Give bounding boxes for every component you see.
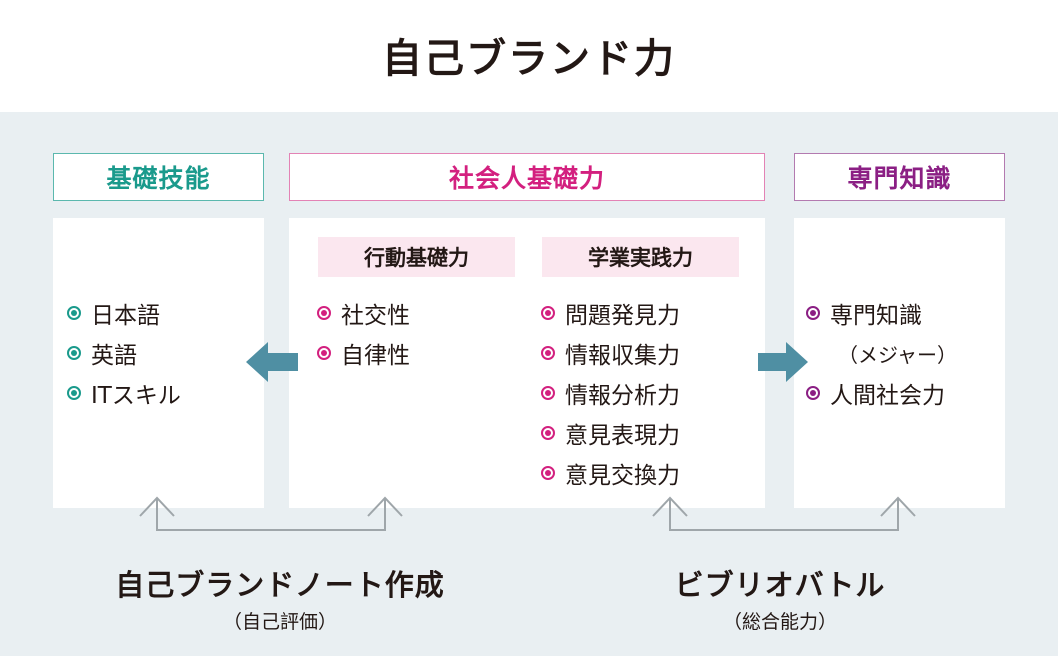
bottom-sub-brand-note: （自己評価） bbox=[222, 611, 337, 633]
arrow-right-icon bbox=[758, 342, 808, 382]
bullet-icon bbox=[317, 306, 331, 320]
subhead-practice: 学業実践力 bbox=[542, 237, 739, 277]
list-item-label: （メジャー） bbox=[838, 342, 957, 367]
list-item: 英語 bbox=[67, 333, 181, 373]
bracket-left bbox=[139, 496, 403, 531]
bracket-left-line bbox=[156, 498, 386, 531]
bracket-right-line bbox=[669, 498, 899, 531]
list-item: 専門知識 bbox=[806, 293, 957, 333]
list-item-note: （メジャー） bbox=[806, 333, 957, 373]
bullet-icon bbox=[541, 466, 555, 480]
list-item: 自律性 bbox=[317, 333, 410, 373]
list-basic-skills: 日本語 英語 ITスキル bbox=[67, 293, 181, 413]
list-item-label: 人間社会力 bbox=[830, 383, 945, 409]
bracket-right bbox=[652, 496, 916, 531]
up-arrow-icon bbox=[139, 496, 175, 517]
list-item-label: ITスキル bbox=[91, 383, 181, 409]
bullet-icon bbox=[541, 386, 555, 400]
header-expert-knowledge-label: 専門知識 bbox=[847, 164, 952, 193]
list-item: 情報収集力 bbox=[541, 333, 680, 373]
subhead-behavior: 行動基礎力 bbox=[318, 237, 515, 277]
list-item: 問題発見力 bbox=[541, 293, 680, 333]
arrow-left-icon bbox=[246, 342, 298, 382]
bullet-icon bbox=[541, 426, 555, 440]
list-practice: 問題発見力 情報収集力 情報分析力 意見表現力 意見交換力 bbox=[541, 293, 680, 493]
bullet-icon bbox=[541, 306, 555, 320]
bullet-icon bbox=[67, 386, 81, 400]
bottom-sub-bibliobattle: （総合能力） bbox=[722, 611, 837, 633]
up-arrow-icon bbox=[367, 496, 403, 517]
header-social-skills: 社会人基礎力 bbox=[289, 153, 765, 201]
box-basic-skills bbox=[53, 218, 264, 508]
up-arrow-icon bbox=[652, 496, 688, 517]
list-item-label: 意見表現力 bbox=[565, 423, 680, 449]
list-item-label: 英語 bbox=[91, 343, 137, 369]
list-item: 日本語 bbox=[67, 293, 181, 333]
subhead-behavior-label: 行動基礎力 bbox=[364, 246, 469, 270]
list-item-label: 専門知識 bbox=[830, 303, 922, 329]
list-item: ITスキル bbox=[67, 373, 181, 413]
list-item-label: 情報収集力 bbox=[565, 343, 680, 369]
bullet-icon bbox=[67, 346, 81, 360]
header-basic-skills-label: 基礎技能 bbox=[106, 164, 211, 193]
subhead-practice-label: 学業実践力 bbox=[588, 246, 693, 270]
list-item-label: 自律性 bbox=[341, 343, 410, 369]
list-item-label: 意見交換力 bbox=[565, 463, 680, 489]
list-item-label: 社交性 bbox=[341, 303, 410, 329]
header-basic-skills: 基礎技能 bbox=[53, 153, 264, 201]
list-behavior: 社交性 自律性 bbox=[317, 293, 410, 373]
list-item-label: 日本語 bbox=[91, 303, 160, 329]
list-item-label: 問題発見力 bbox=[565, 303, 680, 329]
box-expert-knowledge bbox=[794, 218, 1005, 508]
bullet-icon bbox=[806, 306, 820, 320]
list-item: 意見交換力 bbox=[541, 453, 680, 493]
up-arrow-icon bbox=[880, 496, 916, 517]
list-item-label: 情報分析力 bbox=[565, 383, 680, 409]
diagram-title: 自己ブランド力 bbox=[382, 36, 676, 82]
header-social-skills-label: 社会人基礎力 bbox=[448, 164, 605, 193]
list-item: 情報分析力 bbox=[541, 373, 680, 413]
bullet-icon bbox=[806, 386, 820, 400]
bullet-icon bbox=[541, 346, 555, 360]
list-expert-knowledge: 専門知識 （メジャー） 人間社会力 bbox=[806, 293, 957, 413]
list-item: 社交性 bbox=[317, 293, 410, 333]
bullet-icon bbox=[67, 306, 81, 320]
bottom-label-brand-note: 自己ブランドノート作成 bbox=[115, 568, 445, 602]
bottom-label-bibliobattle: ビブリオバトル bbox=[674, 568, 886, 602]
bullet-icon bbox=[317, 346, 331, 360]
header-expert-knowledge: 専門知識 bbox=[794, 153, 1005, 201]
list-item: 意見表現力 bbox=[541, 413, 680, 453]
list-item: 人間社会力 bbox=[806, 373, 957, 413]
